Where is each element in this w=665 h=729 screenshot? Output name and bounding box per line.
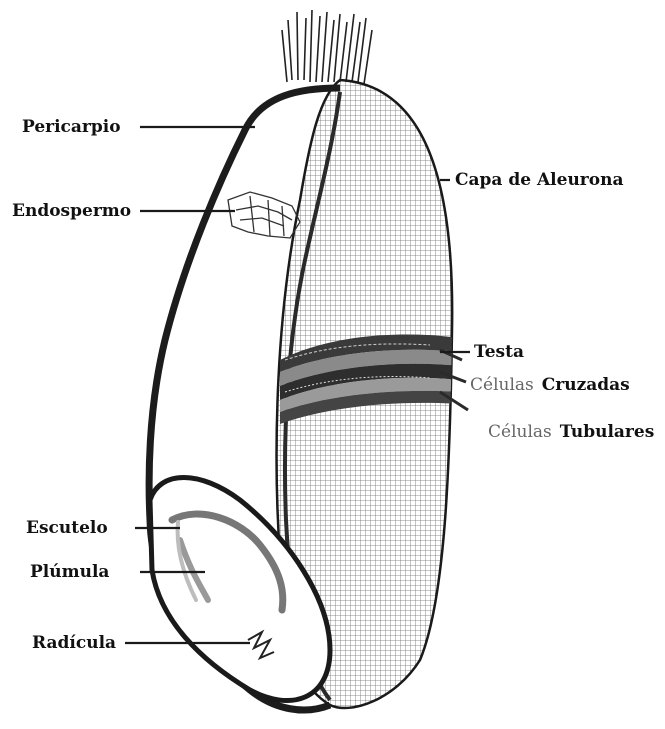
label-celulas-cruzadas: Células Cruzadas bbox=[470, 375, 630, 395]
label-celulas-cruzadas-bold: Cruzadas bbox=[542, 375, 630, 395]
brush-hairs bbox=[282, 10, 372, 84]
label-plumula: Plúmula bbox=[30, 562, 109, 582]
label-endospermo: Endospermo bbox=[12, 201, 131, 221]
label-celulas-tubulares-prefix: Células bbox=[488, 422, 552, 442]
label-radicula: Radícula bbox=[32, 633, 116, 653]
label-escutelo: Escutelo bbox=[26, 518, 108, 538]
label-celulas-tubulares: Células Tubulares bbox=[488, 422, 654, 442]
label-celulas-cruzadas-prefix: Células bbox=[470, 375, 534, 395]
label-pericarpio: Pericarpio bbox=[22, 117, 121, 137]
label-capa-aleurona: Capa de Aleurona bbox=[455, 170, 623, 190]
label-celulas-tubulares-bold: Tubulares bbox=[560, 422, 655, 442]
label-testa: Testa bbox=[474, 342, 524, 362]
endosperm-patch bbox=[228, 192, 300, 238]
